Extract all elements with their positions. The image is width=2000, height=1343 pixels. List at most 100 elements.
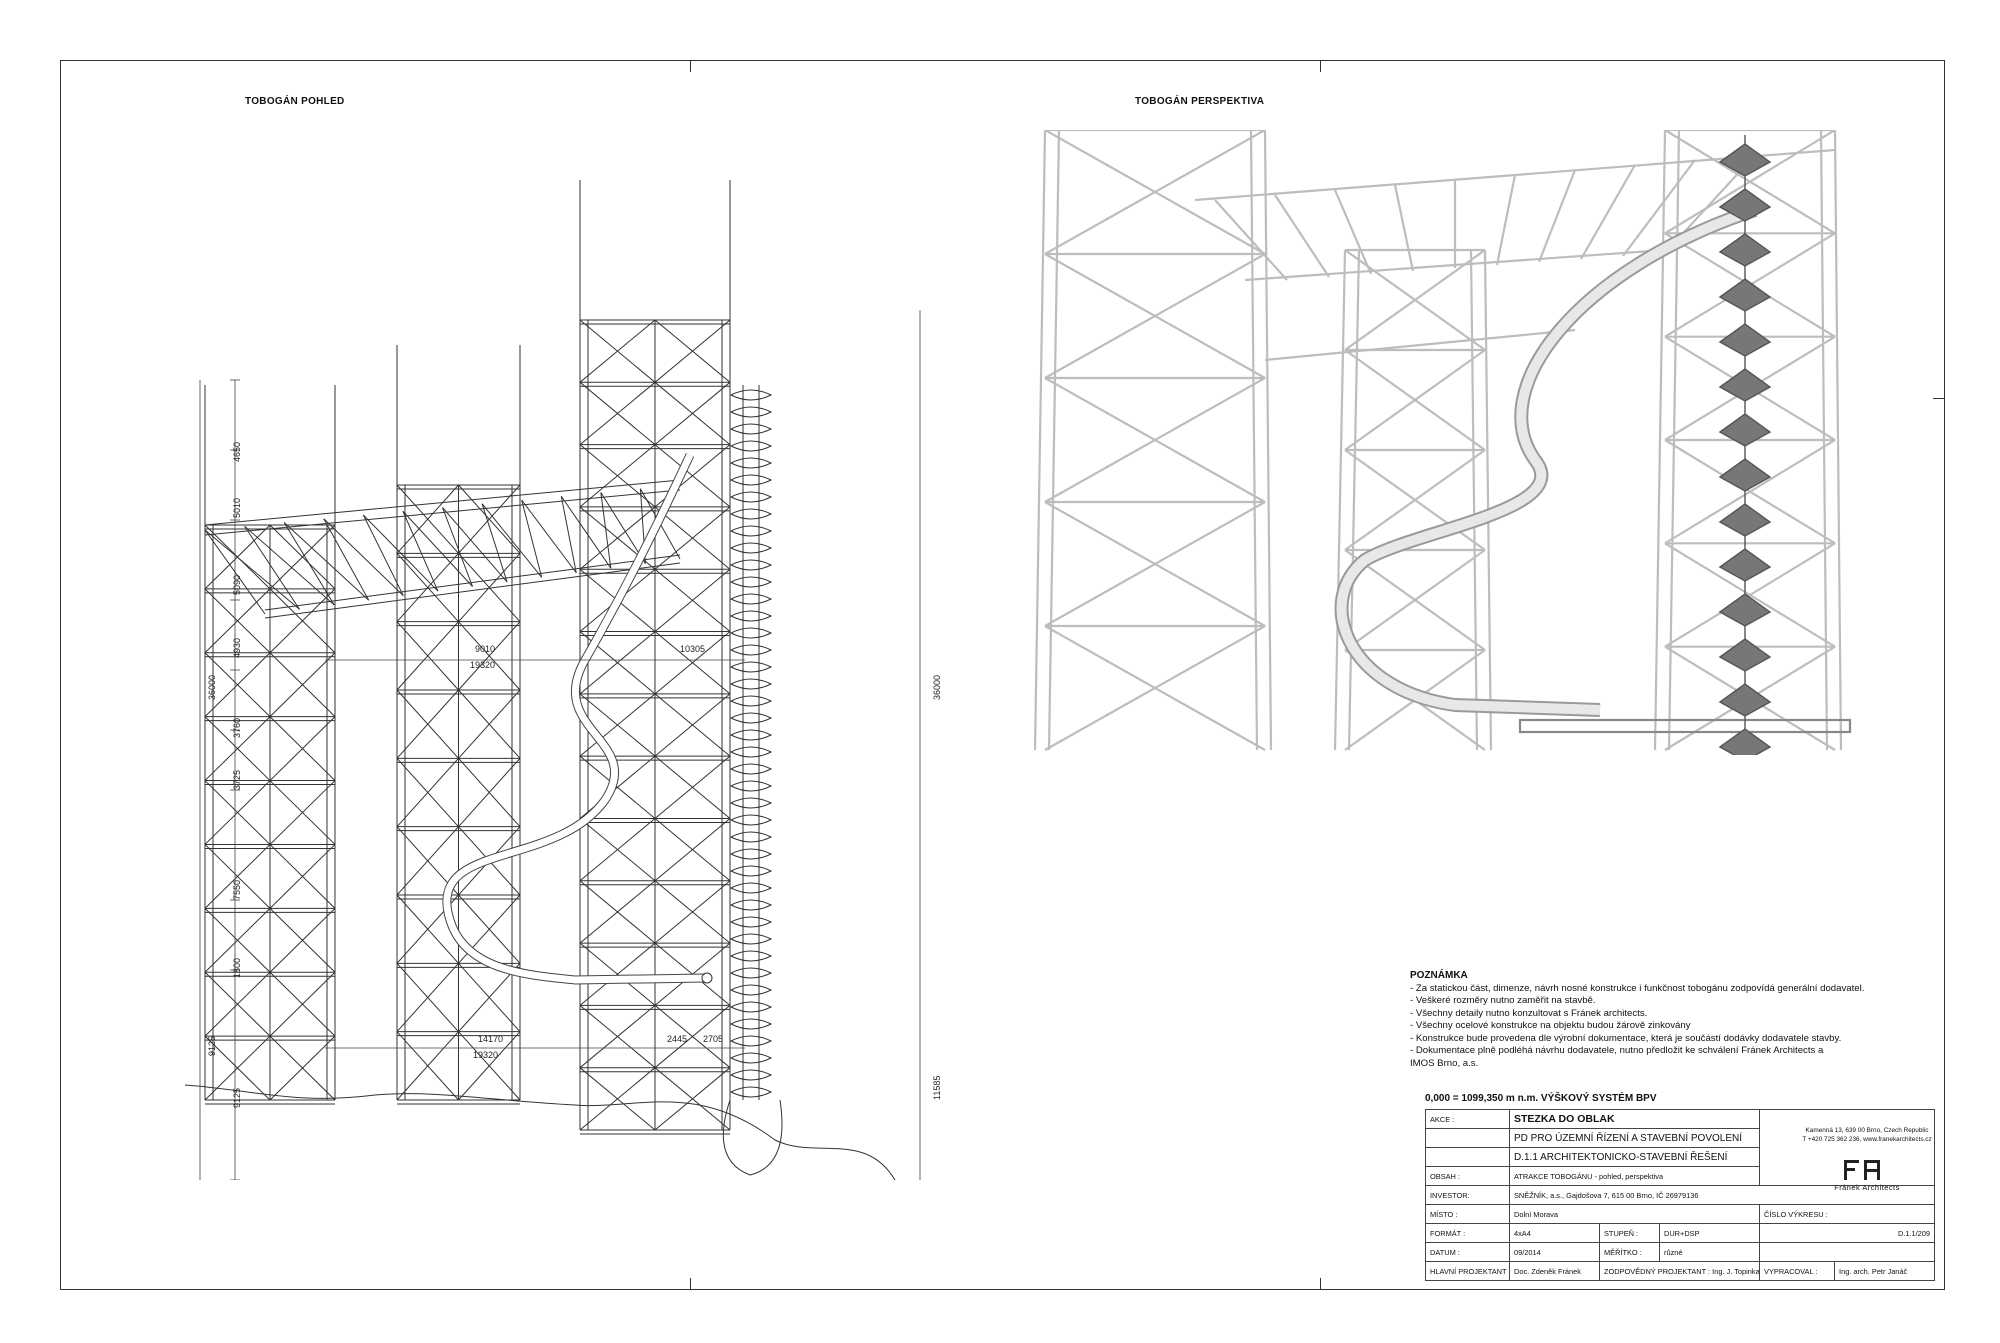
- tower-right-brace: [654, 381, 731, 445]
- slide-tube: [442, 453, 713, 985]
- staircase-tread: [729, 1018, 773, 1030]
- dim-v-6: 3725: [232, 770, 242, 790]
- dim-v-2: 5010: [232, 498, 242, 518]
- persp-tower-middle-column: [1469, 249, 1479, 751]
- tower-middle-brace: [396, 552, 459, 623]
- section-title: D.1.1 ARCHITEKTONICKO-STAVEBNÍ ŘEŠENÍ: [1508, 1147, 1761, 1167]
- tower-right-brace: [654, 568, 731, 632]
- dim-v-4: 4930: [232, 638, 242, 658]
- tower-middle-brace: [458, 484, 521, 554]
- persp-tower-left-brace: [1044, 377, 1266, 503]
- elevation-drawing: 4650 5010 5090 4930 3760 3725 7550 1800 …: [184, 180, 942, 1180]
- staircase-tread: [729, 542, 773, 554]
- bridge-diagonal: [521, 499, 577, 574]
- dim-v-10: 9125: [232, 1088, 242, 1108]
- persp-bridge-chord: [1264, 328, 1576, 362]
- firm-address-line-1: Kamenná 13, 639 00 Brno, Czech Republic: [1805, 1127, 1929, 1134]
- dim-right-lower: 11585: [932, 1076, 942, 1100]
- notes-block: POZNÁMKA - Za statickou část, dimenze, n…: [1410, 970, 1910, 1070]
- tower-left-brace: [204, 907, 271, 973]
- staircase-tread: [729, 899, 773, 911]
- tower-middle-brace: [396, 1031, 459, 1101]
- tower-middle-brace: [396, 962, 459, 1033]
- dim-span-9010: 9010: [475, 644, 495, 654]
- dim-v-8: 1800: [232, 958, 242, 978]
- persp-tower-left-brace: [1044, 501, 1266, 627]
- level-system: 0,000 = 1099,350 m n.m. VÝŠKOVÝ SYSTÉM B…: [1425, 1093, 1657, 1104]
- staircase-tread: [729, 967, 773, 979]
- tower-left-brace: [269, 844, 336, 909]
- staircase-tread: [729, 797, 773, 809]
- hlavni-label: HLAVNÍ PROJEKTANT :: [1425, 1261, 1510, 1281]
- tower-middle-brace: [396, 689, 459, 759]
- dim-span-14170: 14170: [478, 1034, 503, 1044]
- tower-left: [204, 385, 336, 1105]
- bridge-diagonal: [204, 529, 300, 610]
- misto-value: Dolní Morava: [1508, 1204, 1761, 1224]
- bridge-diagonal: [362, 514, 439, 592]
- bridge-chord-bottom: [264, 554, 681, 611]
- persp-bridge-brace: [1537, 169, 1577, 263]
- persp-tower-middle-column: [1333, 249, 1347, 751]
- bridge-diagonal: [283, 522, 370, 601]
- persp-bridge-brace: [1622, 159, 1696, 257]
- tower-left-brace: [269, 524, 336, 590]
- bridge-vertical: [283, 522, 335, 606]
- note-line-6: - Dokumentace plně podléhá návrhu dodava…: [1410, 1045, 1824, 1056]
- staircase-tread: [729, 576, 773, 588]
- persp-staircase-tread: [1718, 368, 1772, 402]
- dim-span-2705: 2705: [703, 1034, 723, 1044]
- persp-staircase-tread: [1718, 548, 1772, 582]
- stupen-label: STUPEŇ :: [1599, 1223, 1660, 1243]
- notes-heading: POZNÁMKA: [1410, 970, 1468, 981]
- staircase-tread: [729, 593, 773, 605]
- staircase-tread: [729, 933, 773, 945]
- persp-tower-left: [1033, 130, 1273, 751]
- dim-span-2445: 2445: [667, 1034, 687, 1044]
- zodp-value: Ing. J. Topinka: [1712, 1266, 1760, 1276]
- persp-staircase-tread: [1718, 638, 1772, 672]
- tower-right-brace: [579, 1067, 656, 1131]
- note-line-2: - Veškeré rozměry nutno zaměřit na stavb…: [1410, 995, 1596, 1006]
- persp-staircase-tread: [1718, 233, 1772, 267]
- tower-left-brace: [204, 780, 271, 845]
- persp-tower-middle-brace: [1344, 349, 1486, 451]
- note-line-7: IMOS Brno, a.s.: [1410, 1057, 1479, 1069]
- staircase-tread: [729, 712, 773, 724]
- tower-right-brace: [579, 942, 656, 1006]
- tower-right-brace: [654, 444, 731, 508]
- drawing-sheet-border: [60, 60, 1945, 1290]
- dim-span-19320-bottom: 19320: [473, 1050, 498, 1060]
- format-value: 4xA4: [1509, 1223, 1600, 1243]
- slide-tube-inner: [443, 453, 706, 984]
- view-title: TOBOGÁN POHLED: [245, 96, 345, 107]
- staircase-tread: [729, 610, 773, 622]
- tower-left-brace: [204, 971, 271, 1037]
- staircase-tread: [729, 1001, 773, 1013]
- fold-mark-bottom-2: [1320, 1278, 1321, 1290]
- bridge-chord-top: [204, 479, 681, 526]
- persp-bridge-brace: [1495, 174, 1517, 266]
- akce-value: STEZKA DO OBLAK: [1508, 1109, 1761, 1129]
- bridge-vertical: [362, 514, 404, 596]
- staircase-tread: [729, 644, 773, 656]
- staircase-tread: [729, 389, 773, 401]
- persp-spiral-staircase: [1718, 135, 1772, 755]
- tower-right-brace: [654, 319, 731, 383]
- persp-bridge-brace: [1214, 199, 1288, 281]
- staircase-tread: [729, 1035, 773, 1047]
- staircase-tread: [729, 525, 773, 537]
- staircase-tread: [729, 678, 773, 690]
- firm-address-line-2: T +420 725 362 236, www.franekarchitects…: [1802, 1136, 1932, 1143]
- dimension-lines: [199, 310, 921, 1180]
- staircase-tread: [729, 627, 773, 639]
- tower-left-brace: [269, 588, 336, 654]
- bridge-vertical: [323, 518, 370, 601]
- note-line-1: - Za statickou část, dimenze, návrh nosn…: [1410, 982, 1865, 994]
- tower-right-brace: [654, 1067, 731, 1131]
- staircase-tread: [729, 984, 773, 996]
- tower-middle-brace: [396, 484, 459, 554]
- tower-middle-brace: [396, 621, 459, 691]
- staircase-tread: [729, 865, 773, 877]
- persp-staircase-tread: [1718, 188, 1772, 222]
